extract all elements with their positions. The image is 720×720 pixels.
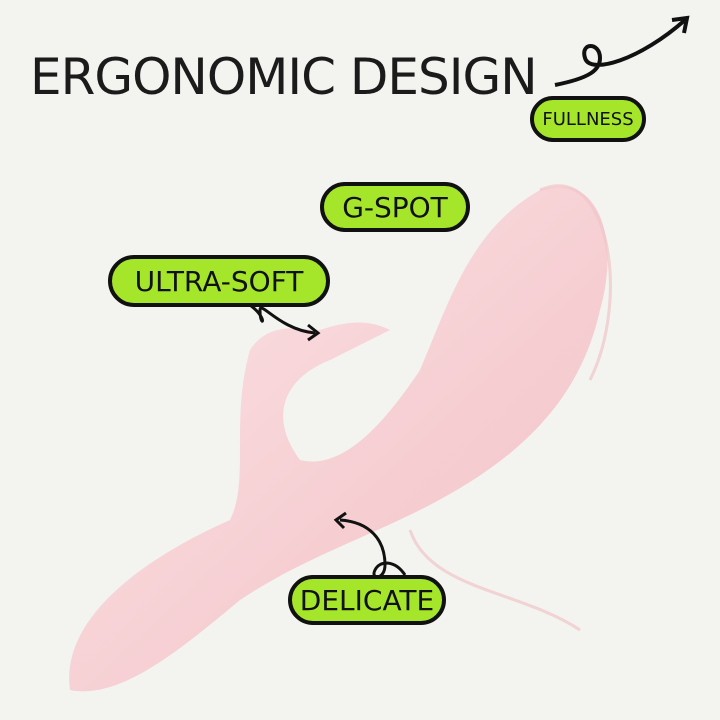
ultrasoft-arrowhead-icon [307,323,321,342]
label-delicate: DELICATE [288,575,446,625]
fullness-arrowhead-icon [671,15,690,34]
label-fullness: FULLNESS [530,96,646,142]
page-title: ERGONOMIC DESIGN [30,48,538,106]
delicate-arrowhead-icon [333,511,347,530]
outline-accent [539,184,612,381]
cable [408,529,581,632]
fullness-arrow-icon [554,18,687,87]
product-body [69,186,608,692]
label-gspot: G-SPOT [320,182,470,232]
label-ultrasoft: ULTRA-SOFT [108,255,330,307]
ultrasoft-arrow-icon [249,303,316,335]
